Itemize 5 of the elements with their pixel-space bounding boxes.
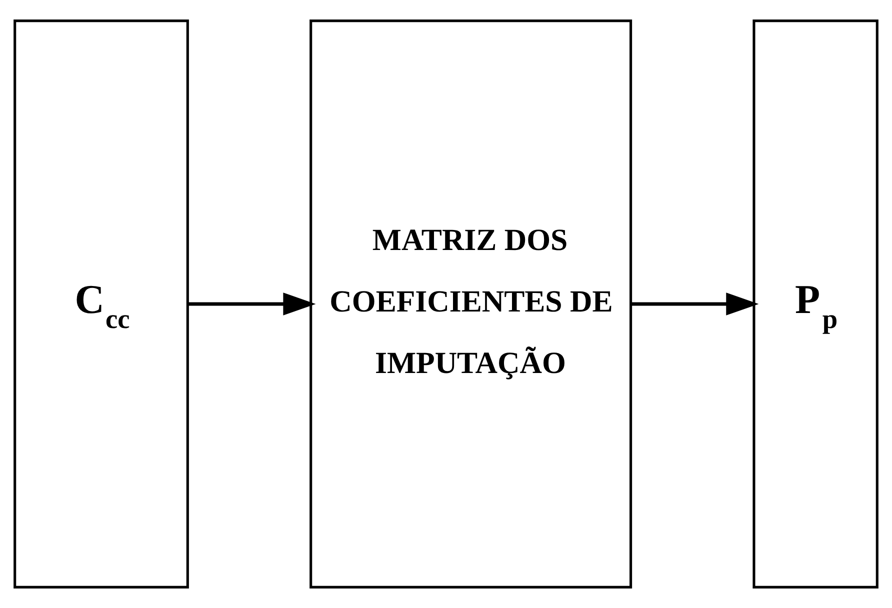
node-box: P$_{p}$: [752, 20, 878, 588]
node-box: C$_{cc}$: [14, 20, 189, 588]
arrow: [631, 292, 759, 316]
node-box: MATRIZ DOS COEFICIENTES DE IMPUTAÇÃO: [310, 20, 632, 588]
arrow: [188, 292, 316, 316]
